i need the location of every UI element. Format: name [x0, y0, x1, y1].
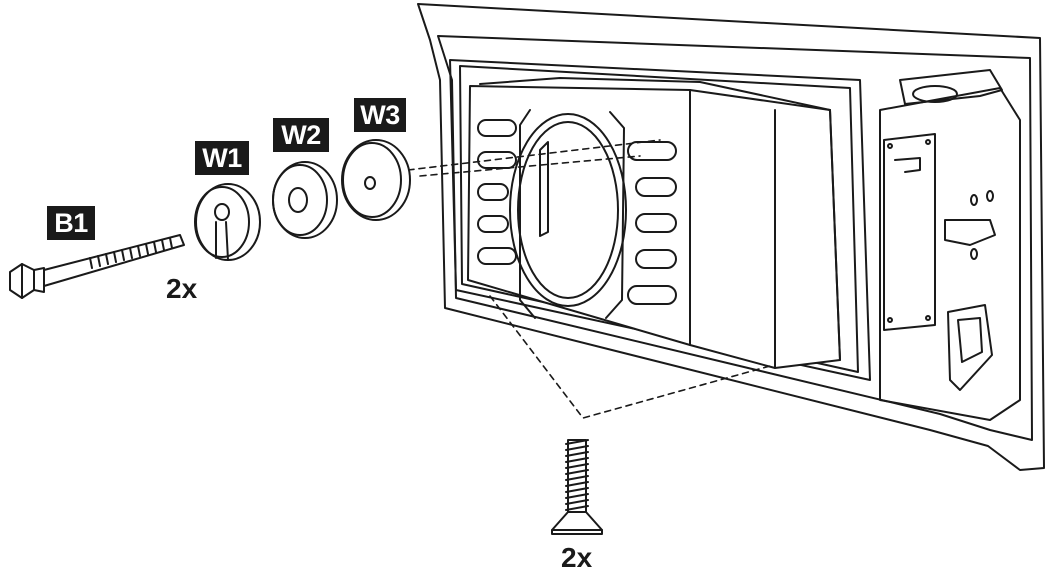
label-w3: W3 — [354, 98, 406, 132]
flat-head-screw — [551, 439, 603, 535]
label-b1: B1 — [47, 206, 95, 240]
washer-w2 — [272, 161, 338, 239]
vent-slots-right — [627, 141, 677, 305]
alignment-lines — [407, 139, 771, 419]
screw-quantity: 2x — [561, 542, 593, 573]
label-w2: W2 — [273, 118, 329, 152]
bolt-quantity: 2x — [166, 273, 198, 304]
vent-slots-left — [477, 119, 517, 265]
speaker-opening — [509, 113, 627, 307]
speaker-enclosure — [467, 77, 841, 369]
latch-hardware — [883, 133, 996, 391]
washer-w1 — [194, 183, 261, 261]
washer-w3 — [341, 139, 411, 221]
bolt-b1 — [9, 234, 185, 299]
label-w1: W1 — [195, 141, 249, 175]
